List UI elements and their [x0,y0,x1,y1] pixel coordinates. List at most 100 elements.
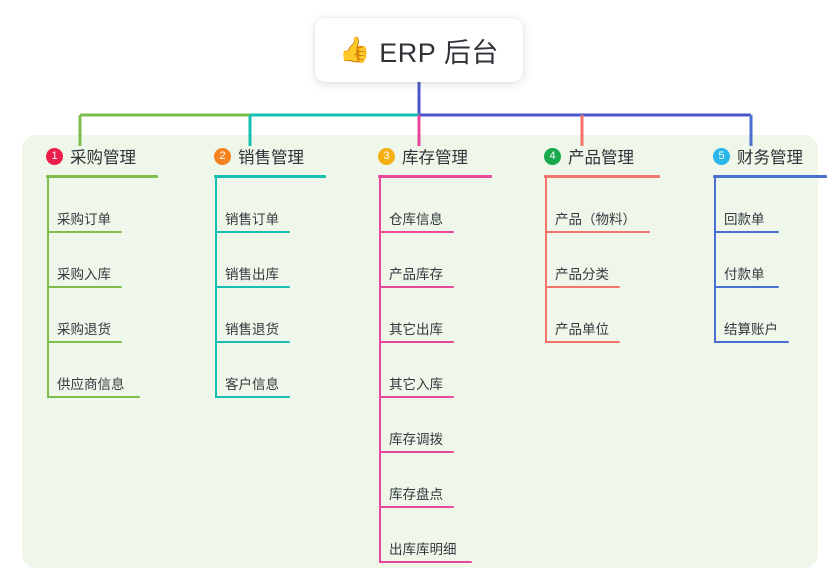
list-item[interactable]: 供应商信息 [30,343,158,398]
column-badge-2: 2 [214,147,231,165]
list-item-rule [216,340,290,343]
column-header-rule-1 [46,175,158,178]
list-item-rule [48,340,122,343]
list-item-rule [216,285,290,288]
list-item[interactable]: 采购退货 [30,288,158,343]
column-1: 1 采购管理采购订单采购入库采购退货供应商信息 [30,144,158,398]
list-item-rule [546,285,620,288]
column-header-rule-2 [214,175,326,178]
list-item-label: 产品分类 [555,266,609,282]
list-item-label: 库存调拨 [389,431,443,447]
list-item[interactable]: 库存调拨 [362,398,492,453]
column-title-4: 产品管理 [568,149,634,167]
column-badge-3: 3 [378,147,395,165]
list-item-label: 产品单位 [555,321,609,337]
column-title-2: 销售管理 [238,149,304,167]
list-item[interactable]: 仓库信息 [362,178,492,233]
column-spine-5 [714,177,716,343]
list-item-label: 销售订单 [225,211,279,227]
list-item-rule [216,230,290,233]
column-header-3[interactable]: 3 库存管理 [362,144,492,168]
column-4: 4 产品管理产品（物料） 产品分类产品单位 [528,144,660,343]
column-2: 2 销售管理销售订单销售出库销售退货客户信息 [198,144,326,398]
column-badge-5: 5 [713,147,730,165]
column-header-rule-5 [713,175,827,178]
list-item-rule [380,285,454,288]
list-item[interactable]: 采购订单 [30,178,158,233]
column-title-3: 库存管理 [402,149,468,167]
column-badge-4: 4 [544,147,561,165]
column-items-2: 销售订单销售出库销售退货客户信息 [198,177,326,398]
root-node[interactable]: 👍 ERP 后台 [315,18,523,82]
column-spine-1 [47,177,49,398]
column-title-1: 采购管理 [70,149,136,167]
column-items-4: 产品（物料） 产品分类产品单位 [528,177,660,343]
list-item-label: 供应商信息 [57,376,125,392]
list-item[interactable]: 结算账户 [697,288,827,343]
thumbs-up-emoji: 👍 [339,35,371,64]
list-item-label: 采购订单 [57,211,111,227]
list-item-label: 仓库信息 [389,211,443,227]
list-item-label: 出库库明细 [389,541,457,557]
list-item-rule [216,395,290,398]
list-item-label: 结算账户 [724,321,778,337]
list-item-label: 产品（物料） [555,211,636,227]
list-item[interactable]: 其它出库 [362,288,492,343]
list-item[interactable]: 产品库存 [362,233,492,288]
list-item-rule [48,230,122,233]
list-item-rule [715,285,779,288]
column-title-5: 财务管理 [737,149,803,167]
list-item[interactable]: 产品单位 [528,288,660,343]
list-item-label: 销售退货 [225,321,279,337]
column-header-rule-4 [544,175,660,178]
column-items-5: 回款单付款单结算账户 [697,177,827,343]
list-item-rule [48,285,122,288]
list-item-rule [380,505,454,508]
list-item-label: 其它入库 [389,376,443,392]
list-item-rule [715,230,779,233]
column-header-1[interactable]: 1 采购管理 [30,144,158,168]
column-badge-1: 1 [46,147,63,165]
root-node-content: 👍 ERP 后台 [339,31,499,70]
list-item-rule [48,395,140,398]
list-item[interactable]: 产品分类 [528,233,660,288]
list-item-rule [546,230,650,233]
list-item[interactable]: 销售退货 [198,288,326,343]
column-header-rule-3 [378,175,492,178]
list-item-label: 产品库存 [389,266,443,282]
column-header-2[interactable]: 2 销售管理 [198,144,326,168]
list-item[interactable]: 销售出库 [198,233,326,288]
list-item[interactable]: 库存盘点 [362,453,492,508]
list-item-rule [380,450,454,453]
column-header-4[interactable]: 4 产品管理 [528,144,660,168]
list-item[interactable]: 其它入库 [362,343,492,398]
list-item-label: 客户信息 [225,376,279,392]
list-item[interactable]: 客户信息 [198,343,326,398]
column-3: 3 库存管理仓库信息产品库存其它出库其它入库库存调拨库存盘点出库库明细 [362,144,492,563]
column-5: 5 财务管理回款单付款单结算账户 [697,144,827,343]
column-spine-2 [215,177,217,398]
column-spine-3 [379,177,381,563]
list-item-label: 回款单 [724,211,765,227]
list-item-rule [380,340,454,343]
list-item-label: 采购入库 [57,266,111,282]
list-item[interactable]: 采购入库 [30,233,158,288]
list-item-rule [546,340,620,343]
list-item-rule [380,230,454,233]
list-item[interactable]: 回款单 [697,178,827,233]
list-item[interactable]: 出库库明细 [362,508,492,563]
list-item-label: 付款单 [724,266,765,282]
page-title: ERP 后台 [379,37,499,68]
list-item-label: 库存盘点 [389,486,443,502]
list-item[interactable]: 付款单 [697,233,827,288]
list-item-label: 其它出库 [389,321,443,337]
column-spine-4 [545,177,547,343]
list-item-rule [380,395,454,398]
column-header-5[interactable]: 5 财务管理 [697,144,827,168]
list-item[interactable]: 产品（物料） [528,178,660,233]
diagram-panel [22,135,818,568]
list-item-rule [380,560,472,563]
list-item[interactable]: 销售订单 [198,178,326,233]
list-item-label: 采购退货 [57,321,111,337]
